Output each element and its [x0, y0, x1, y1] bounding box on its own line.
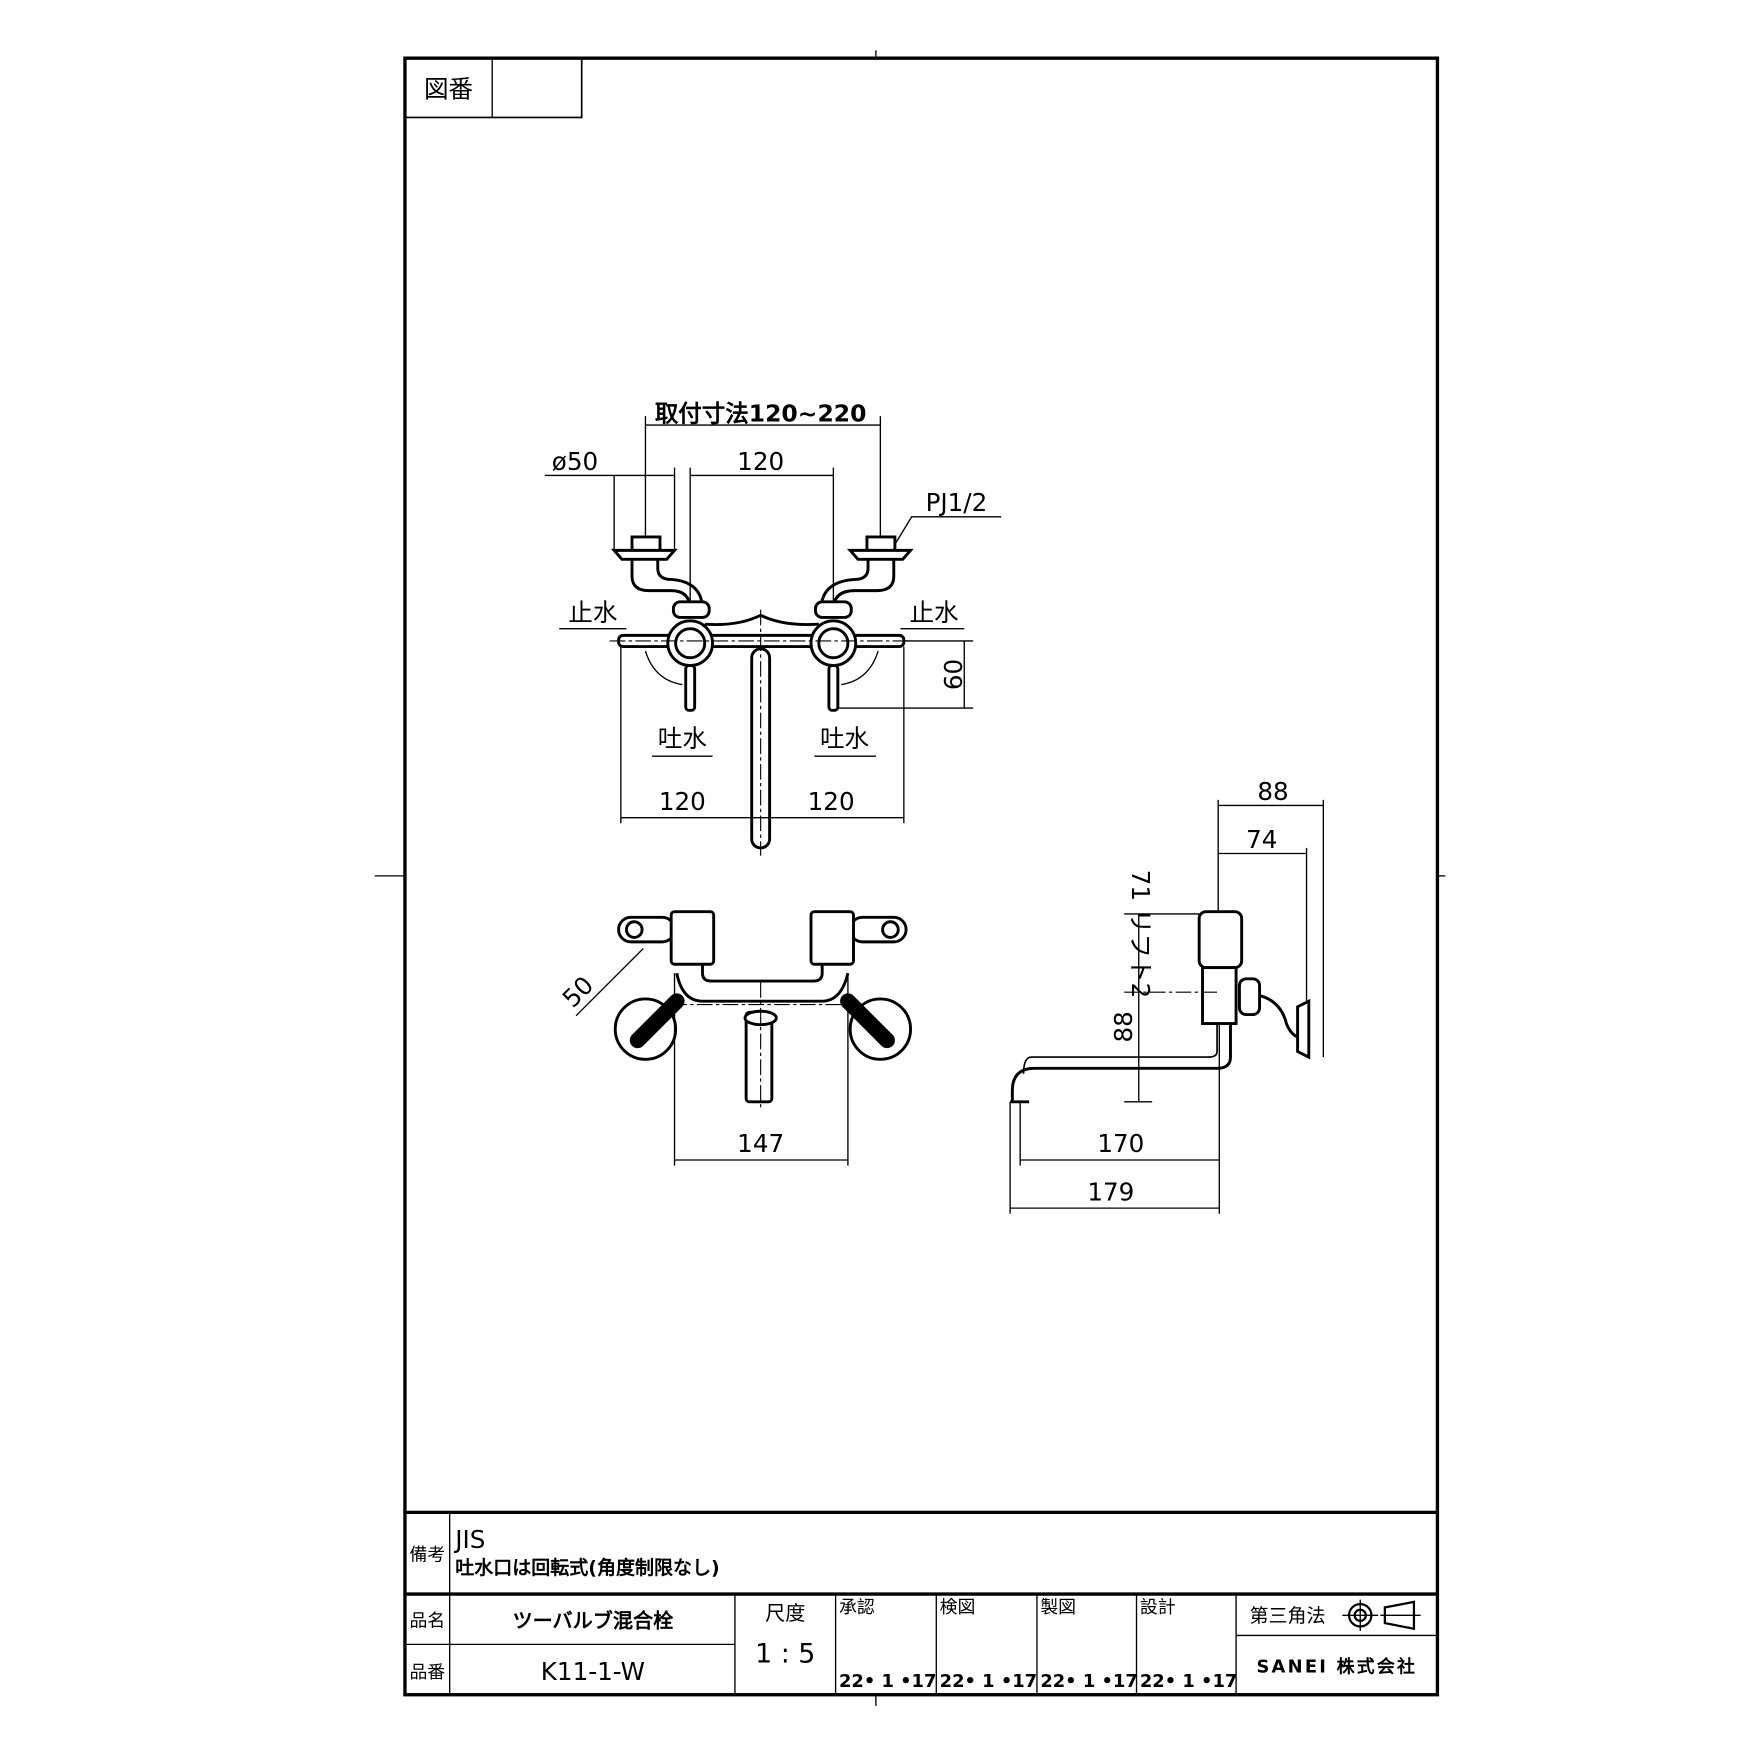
- check-label: 検図: [940, 1597, 976, 1618]
- spout-height-label: 88: [1109, 1011, 1138, 1042]
- width-147-label: 147: [737, 1129, 784, 1158]
- half-width-left-label: 120: [659, 787, 706, 816]
- product-number-label: 品番: [409, 1662, 445, 1683]
- check-date: 22• 1 •17: [940, 1671, 1037, 1692]
- reach-179-label: 179: [1087, 1177, 1134, 1206]
- drawing-number-label: 図番: [424, 74, 473, 103]
- lift-label: 71 リフト2: [1126, 870, 1155, 999]
- remarks-label: 備考: [409, 1544, 445, 1565]
- height-60-label: 60: [939, 659, 968, 690]
- company-name: SANEI 株式会社: [1256, 1655, 1417, 1677]
- product-name-label: 品名: [409, 1610, 445, 1631]
- spout-label-left: 吐水: [658, 724, 707, 753]
- reach-170-label: 170: [1097, 1129, 1144, 1158]
- projection-label: 第三角法: [1250, 1605, 1326, 1627]
- scale-label: 尺度: [765, 1601, 805, 1625]
- side-view: 88 74 71 リフト2 88 170 179: [1009, 777, 1325, 1214]
- drawing-frame: [403, 56, 1440, 1697]
- drafting-date: 22• 1 •17: [1040, 1671, 1137, 1692]
- stop-label-left: 止水: [568, 598, 617, 627]
- remarks-line-1: JIS: [453, 1525, 485, 1554]
- pipe-thread-label: PJ1/2: [926, 488, 988, 517]
- drafting-label: 製図: [1040, 1597, 1076, 1618]
- top-view: 50 147: [557, 910, 913, 1166]
- third-angle-projection-icon: [1342, 1599, 1421, 1631]
- design-date: 22• 1 •17: [1140, 1671, 1237, 1692]
- center-marks: [374, 50, 1446, 1706]
- spout-label-right: 吐水: [820, 724, 869, 753]
- title-block: 備考 JIS 吐水口は回転式(角度制限なし) 品名 ツーバルブ混合栓 品番 K1…: [404, 1510, 1438, 1695]
- scale-value: 1 : 5: [755, 1638, 815, 1669]
- half-width-right-label: 120: [808, 787, 855, 816]
- approval-label: 承認: [839, 1597, 875, 1618]
- remarks-line-2: 吐水口は回転式(角度制限なし): [455, 1556, 719, 1579]
- product-number: K11-1-W: [541, 1657, 645, 1686]
- stop-label-right: 止水: [909, 598, 958, 627]
- design-label: 設計: [1140, 1597, 1176, 1618]
- front-view: 取付寸法120~220 ø50 120 PJ1/2 止水: [544, 400, 1002, 856]
- product-name: ツーバルブ混合栓: [512, 1609, 674, 1633]
- center-spacing-label: 120: [737, 447, 784, 476]
- leg-length-label: 50: [557, 970, 600, 1013]
- depth-74-label: 74: [1246, 825, 1277, 854]
- mount-range-label: 取付寸法120~220: [655, 400, 867, 428]
- approval-date: 22• 1 •17: [839, 1671, 936, 1692]
- diameter-label: ø50: [552, 447, 598, 476]
- depth-88-label: 88: [1257, 777, 1288, 806]
- drawing-number-box: 図番: [404, 57, 583, 119]
